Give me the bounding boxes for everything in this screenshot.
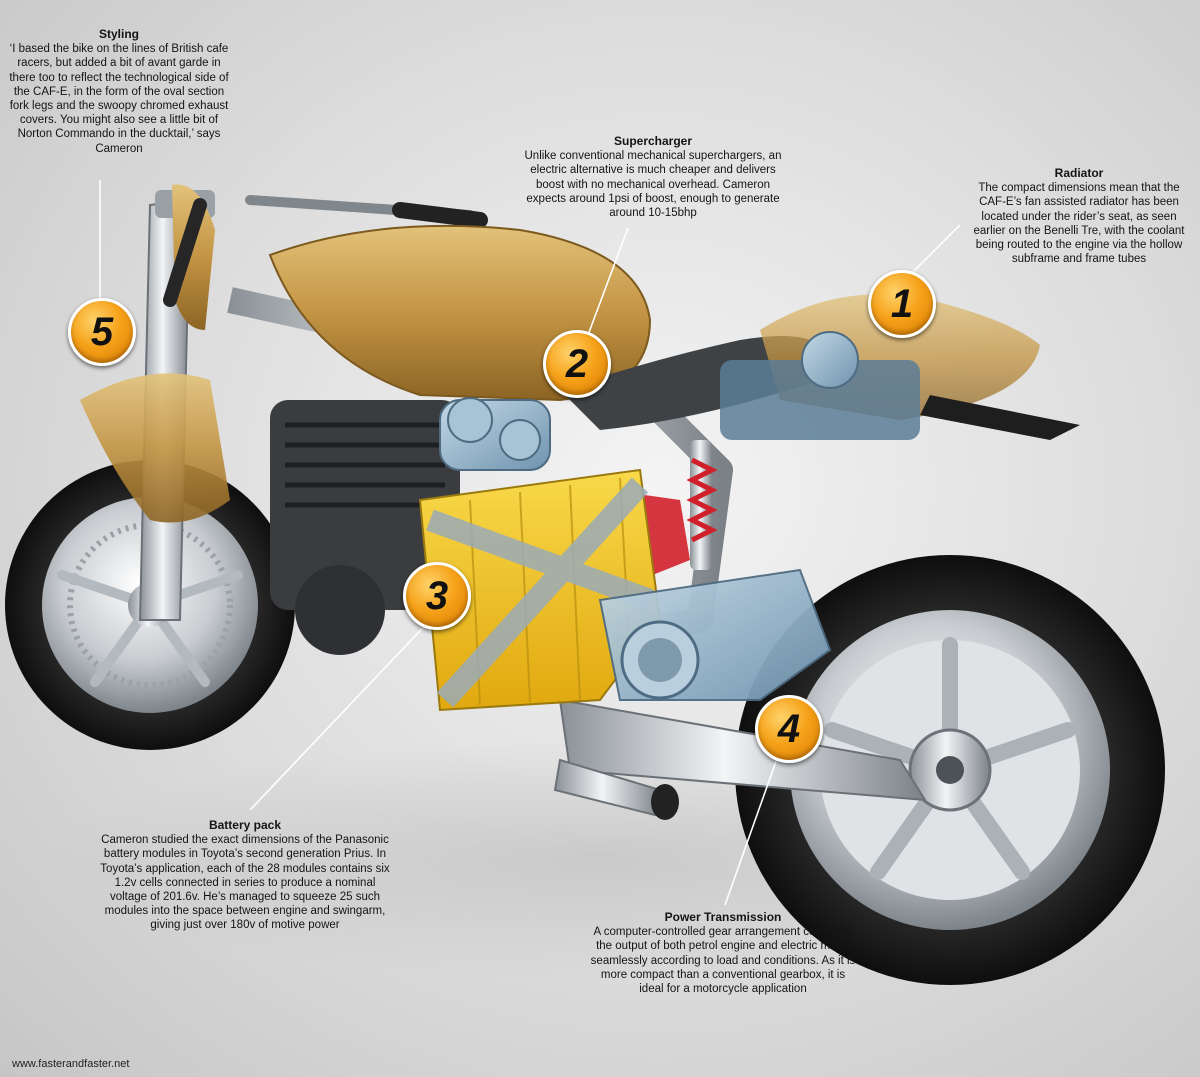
engine-block bbox=[270, 400, 460, 655]
callout-supercharger: Supercharger Unlike conventional mechani… bbox=[522, 134, 784, 220]
callout-supercharger-title: Supercharger bbox=[613, 134, 693, 148]
callout-styling-title: Styling bbox=[98, 27, 139, 41]
callout-battery-pack-body: Cameron studied the exact dimensions of … bbox=[100, 834, 390, 932]
supercharger-unit bbox=[439, 397, 551, 471]
battery-pack bbox=[418, 468, 662, 712]
callout-battery-pack: Battery pack Cameron studied the exact d… bbox=[95, 818, 395, 933]
headlight-nacelle bbox=[172, 184, 215, 330]
badge-radiator: 1 bbox=[868, 270, 936, 338]
badge-power-transmission: 4 bbox=[755, 695, 823, 763]
handlebars bbox=[163, 195, 488, 307]
callout-power-transmission: Power Transmission A computer-controlled… bbox=[588, 910, 858, 996]
source-credit: www.fasterandfaster.net bbox=[12, 1058, 130, 1070]
badge-supercharger: 2 bbox=[543, 330, 611, 398]
rear-wheel bbox=[735, 555, 1165, 985]
leader-lines bbox=[99, 180, 961, 906]
callout-radiator-title: Radiator bbox=[1054, 166, 1104, 180]
callout-power-transmission-body: A computer-controlled gear arrangement c… bbox=[590, 926, 856, 996]
callout-radiator: Radiator The compact dimensions mean tha… bbox=[964, 166, 1194, 266]
callout-battery-pack-title: Battery pack bbox=[208, 818, 282, 832]
exhaust bbox=[553, 758, 679, 820]
callout-styling-body: ‘I based the bike on the lines of Britis… bbox=[9, 43, 229, 155]
rear-shock bbox=[686, 440, 718, 570]
badge-battery-pack: 3 bbox=[403, 562, 471, 630]
callout-supercharger-body: Unlike conventional mechanical superchar… bbox=[524, 150, 782, 220]
seat bbox=[560, 336, 820, 430]
front-fairing bbox=[80, 373, 230, 523]
callout-radiator-body: The compact dimensions mean that the CAF… bbox=[973, 182, 1185, 266]
callout-power-transmission-title: Power Transmission bbox=[664, 910, 782, 924]
tail-tip bbox=[920, 395, 1080, 440]
transmission-unit bbox=[598, 568, 832, 701]
radiator-unit bbox=[720, 331, 920, 440]
callout-styling: Styling ‘I based the bike on the lines o… bbox=[8, 27, 230, 156]
badge-styling: 5 bbox=[68, 298, 136, 366]
